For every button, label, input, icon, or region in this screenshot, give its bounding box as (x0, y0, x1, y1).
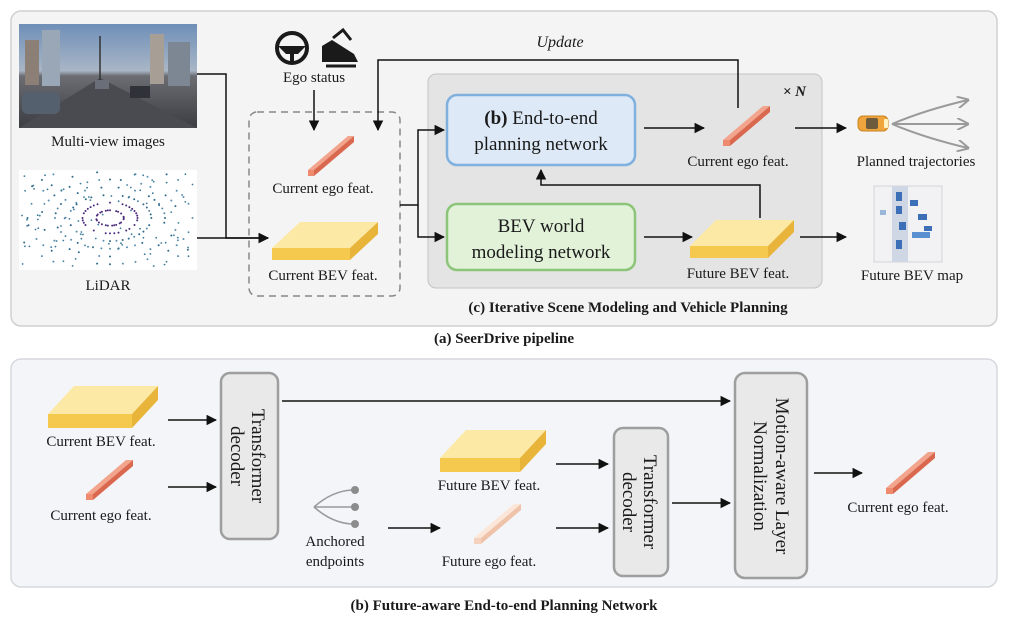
iter-ego-feat-label: Current ego feat. (687, 154, 788, 170)
multiview-image (19, 24, 197, 128)
iterations-label: × N (783, 84, 807, 100)
arrow-update-loop (372, 59, 739, 132)
world-model-line2: modeling network (472, 242, 611, 263)
ego-status-label: Ego status (283, 70, 345, 86)
motion-aware-layer-norm (733, 371, 809, 580)
arrow-to-world (417, 205, 446, 243)
lidar-pointcloud (19, 170, 197, 270)
car-icon (857, 115, 889, 132)
future-bev-map-label: Future BEV map (861, 268, 963, 284)
future-bev-feat-slab (690, 220, 794, 258)
world-model-box (445, 202, 637, 272)
decoder-2-line2: decoder (618, 472, 639, 533)
planning-network-title: End-to-end (512, 108, 598, 129)
future-bev-map-image (873, 185, 943, 263)
layer-norm-line1: Motion-aware Layer (771, 398, 792, 555)
multiview-label: Multi-view images (51, 134, 165, 150)
iter-ego-feat-bar (723, 106, 770, 146)
b-future-ego-bar (474, 504, 521, 544)
decoder-1-line2: decoder (226, 426, 247, 487)
transformer-decoder-1 (219, 371, 280, 541)
arrow-bev-to-planning (535, 168, 761, 218)
world-model-line1: BEV world (498, 216, 585, 237)
decoder-2-line1: Transformer (639, 455, 660, 550)
decoder-2-text: Transformer decoder (618, 455, 660, 550)
arrow-to-planning (400, 124, 446, 206)
current-ego-feat-bar (308, 136, 354, 176)
anchored-line1: Anchored (305, 534, 365, 550)
planning-network-line1: (b) End-to-end (484, 108, 598, 129)
current-features-box (248, 111, 401, 297)
b-output-ego-bar (886, 452, 935, 494)
bottom-caption: (b) Future-aware End-to-end Planning Net… (351, 598, 659, 614)
trajectory-arrows (891, 100, 968, 148)
current-ego-feat-label: Current ego feat. (272, 181, 373, 197)
b-current-bev-label: Current BEV feat. (46, 434, 155, 450)
b-future-ego-label: Future ego feat. (442, 554, 537, 570)
anchored-line2: endpoints (306, 554, 364, 570)
planning-network-line2: planning network (474, 134, 608, 155)
planned-trajectories-label: Planned trajectories (857, 154, 976, 170)
b-current-ego-label: Current ego feat. (50, 508, 151, 524)
lidar-label: LiDAR (86, 278, 131, 294)
b-current-ego-bar (86, 460, 133, 500)
current-bev-feat-slab (272, 222, 378, 260)
b-future-bev-label: Future BEV feat. (438, 478, 541, 494)
b-output-ego-label: Current ego feat. (847, 500, 948, 516)
layer-norm-text: Motion-aware Layer Normalization (749, 398, 792, 555)
b-current-bev-slab (48, 386, 158, 428)
decoder-1-line1: Transformer (247, 409, 268, 504)
steering-wheel-icon (275, 31, 309, 65)
region-title: (c) Iterative Scene Modeling and Vehicle… (468, 300, 788, 316)
update-label: Update (536, 34, 583, 51)
b-future-bev-slab (440, 430, 546, 472)
layer-norm-line2: Normalization (749, 421, 770, 531)
speedometer-icon (322, 27, 358, 68)
current-bev-feat-label: Current BEV feat. (268, 268, 377, 284)
future-bev-feat-label: Future BEV feat. (687, 266, 790, 282)
anchored-endpoints-icon (313, 486, 359, 528)
transformer-decoder-2 (612, 426, 670, 578)
top-caption: (a) SeerDrive pipeline (434, 331, 574, 347)
decoder-1-text: Transformer decoder (226, 409, 268, 504)
planning-network-box (445, 93, 637, 167)
planning-network-tag: (b) (484, 108, 507, 129)
